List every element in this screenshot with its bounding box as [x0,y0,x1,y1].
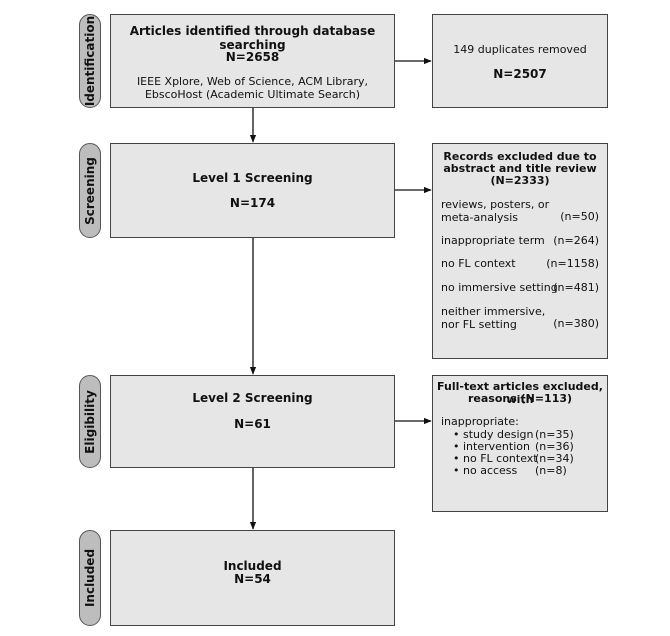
excluded-reason-label-cont: meta-analysis [441,211,519,224]
excluded-reason-row: inappropriate term (n=264) [441,234,599,247]
fulltext-excluded-item-label: study design [463,428,534,441]
excluded-reason-row: reviews, posters, or meta-analysis (n=50… [441,198,599,224]
level1-count: N=174 [229,196,276,210]
duplicates-box: 149 duplicates removed N=2507 [432,14,608,108]
excluded-fulltext-title-line2: reasons (N=113) [467,392,573,405]
identified-sources-line2: EbscoHost (Academic Ultimate Search) [144,88,361,101]
stage-label-eligibility: Eligibility [79,375,101,468]
excluded-records-title-line2: abstract and title review [443,162,597,175]
stage-label-identification: Identification [79,14,101,108]
stage-label-screening: Screening [79,143,101,238]
identified-sources-line1: IEEE Xplore, Web of Science, ACM Library… [136,75,369,88]
excluded-reason-row: no FL context (n=1158) [441,257,599,270]
excluded-reason-label: inappropriate term [441,234,545,247]
level2-box: Level 2 Screening N=61 [110,375,395,468]
level2-count: N=61 [234,417,271,431]
fulltext-excluded-item-label: no access [463,464,518,477]
fulltext-excluded-item-count: (n=35) [535,428,574,441]
fulltext-excluded-item-count: (n=8) [535,464,567,477]
bullet-icon: • [453,452,460,465]
fulltext-excluded-item: • intervention (n=36) [453,440,593,453]
identified-count: N=2658 [225,50,280,64]
excluded-fulltext-title-line1: Full-text articles excluded, with [437,380,603,406]
excluded-reason-label: neither immersive, [441,305,546,318]
fulltext-excluded-item: • no FL context (n=34) [453,452,593,465]
excluded-reason-label: no FL context [441,257,516,270]
stage-label-included: Included [79,530,101,626]
fulltext-excluded-item-count: (n=36) [535,440,574,453]
fulltext-excluded-item: • study design (n=35) [453,428,593,441]
excluded-fulltext-intro: inappropriate: [441,415,519,428]
excluded-reason-count: (n=264) [553,234,599,247]
level2-title: Level 2 Screening [192,391,313,405]
duplicates-text: 149 duplicates removed [453,43,587,56]
excluded-records-box: Records excluded due to abstract and tit… [432,143,608,359]
bullet-icon: • [453,464,460,477]
identified-title: Articles identified through database sea… [129,24,376,52]
excluded-reason-label: reviews, posters, or [441,198,550,211]
fulltext-excluded-item-label: intervention [463,440,530,453]
bullet-icon: • [453,440,460,453]
excluded-reason-count: (n=50) [560,210,599,223]
level1-title: Level 1 Screening [192,171,313,185]
excluded-reason-count: (n=481) [553,281,599,294]
included-box: Included N=54 [110,530,395,626]
excluded-reason-count: (n=380) [553,317,599,330]
excluded-reason-row: no immersive setting (n=481) [441,281,599,294]
level1-box: Level 1 Screening N=174 [110,143,395,238]
included-count: N=54 [234,572,271,586]
bullet-icon: • [453,428,460,441]
excluded-reason-label: no immersive setting [441,281,558,294]
excluded-reason-count: (n=1158) [546,257,599,270]
fulltext-excluded-item-count: (n=34) [535,452,574,465]
duplicates-count: N=2507 [493,67,547,81]
included-title: Included [223,559,282,573]
fulltext-excluded-item: • no access (n=8) [453,464,593,477]
excluded-reason-row: neither immersive, nor FL setting (n=380… [441,305,599,331]
fulltext-excluded-item-label: no FL context [463,452,538,465]
excluded-records-count: (N=2333) [490,174,550,187]
excluded-reason-label-cont: nor FL setting [441,318,517,331]
excluded-fulltext-box: Full-text articles excluded, with reason… [432,375,608,512]
identified-box: Articles identified through database sea… [110,14,395,108]
excluded-records-title-line1: Records excluded due to [443,150,597,163]
